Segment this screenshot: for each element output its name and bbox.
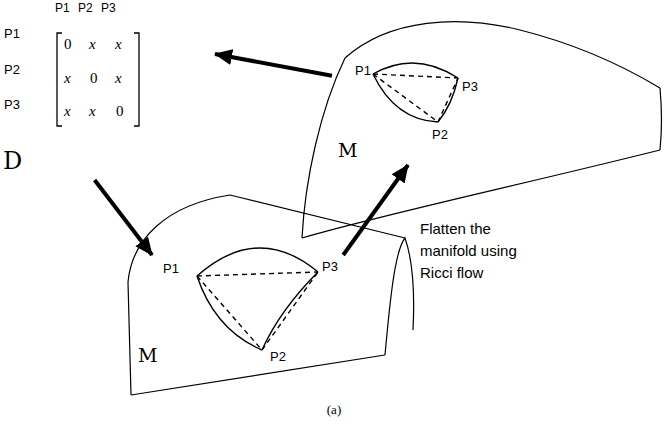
point-label: P1 (163, 262, 179, 277)
matrix-cell: 0 (90, 70, 98, 87)
point-label: P1 (355, 64, 371, 79)
column-label: P2 (78, 2, 93, 16)
lower-manifold (128, 195, 414, 395)
matrix-cell: x (115, 70, 122, 87)
matrix-cell: x (64, 103, 71, 120)
manifold-name: M (338, 140, 357, 162)
flow-arrow (95, 180, 152, 255)
flow-arrow (215, 54, 332, 76)
arrow-label: Flatten the manifold using Ricci flow (420, 218, 540, 284)
matrix-cell: x (89, 36, 96, 53)
row-label: P1 (4, 27, 20, 42)
distance-matrix: P1P2P3P10xxP2x0xP3xx0D (0, 0, 215, 180)
matrix-cell: x (89, 103, 96, 120)
column-label: P3 (101, 2, 116, 16)
row-label: P3 (4, 98, 20, 113)
point-label: P2 (270, 350, 286, 365)
flow-arrow (343, 165, 408, 255)
row-label: P2 (4, 63, 20, 78)
matrix-name: D (3, 148, 22, 176)
matrix-cell: x (64, 70, 71, 87)
matrix-cell: 0 (116, 103, 124, 120)
figure-caption: (a) (327, 402, 341, 418)
point-label: P2 (432, 128, 448, 143)
manifold-name: M (138, 345, 157, 367)
curved-manifold: P1 P3P2 M (125, 255, 350, 370)
point-label: P3 (462, 80, 478, 95)
column-label: P1 (55, 2, 70, 16)
matrix-brackets (57, 33, 139, 126)
flattened-manifold: P1P3P2M (332, 60, 484, 165)
point-label: P3 (322, 260, 338, 275)
matrix-cell: x (115, 36, 122, 53)
upper-manifold (302, 22, 662, 238)
matrix-cell: 0 (64, 36, 72, 53)
